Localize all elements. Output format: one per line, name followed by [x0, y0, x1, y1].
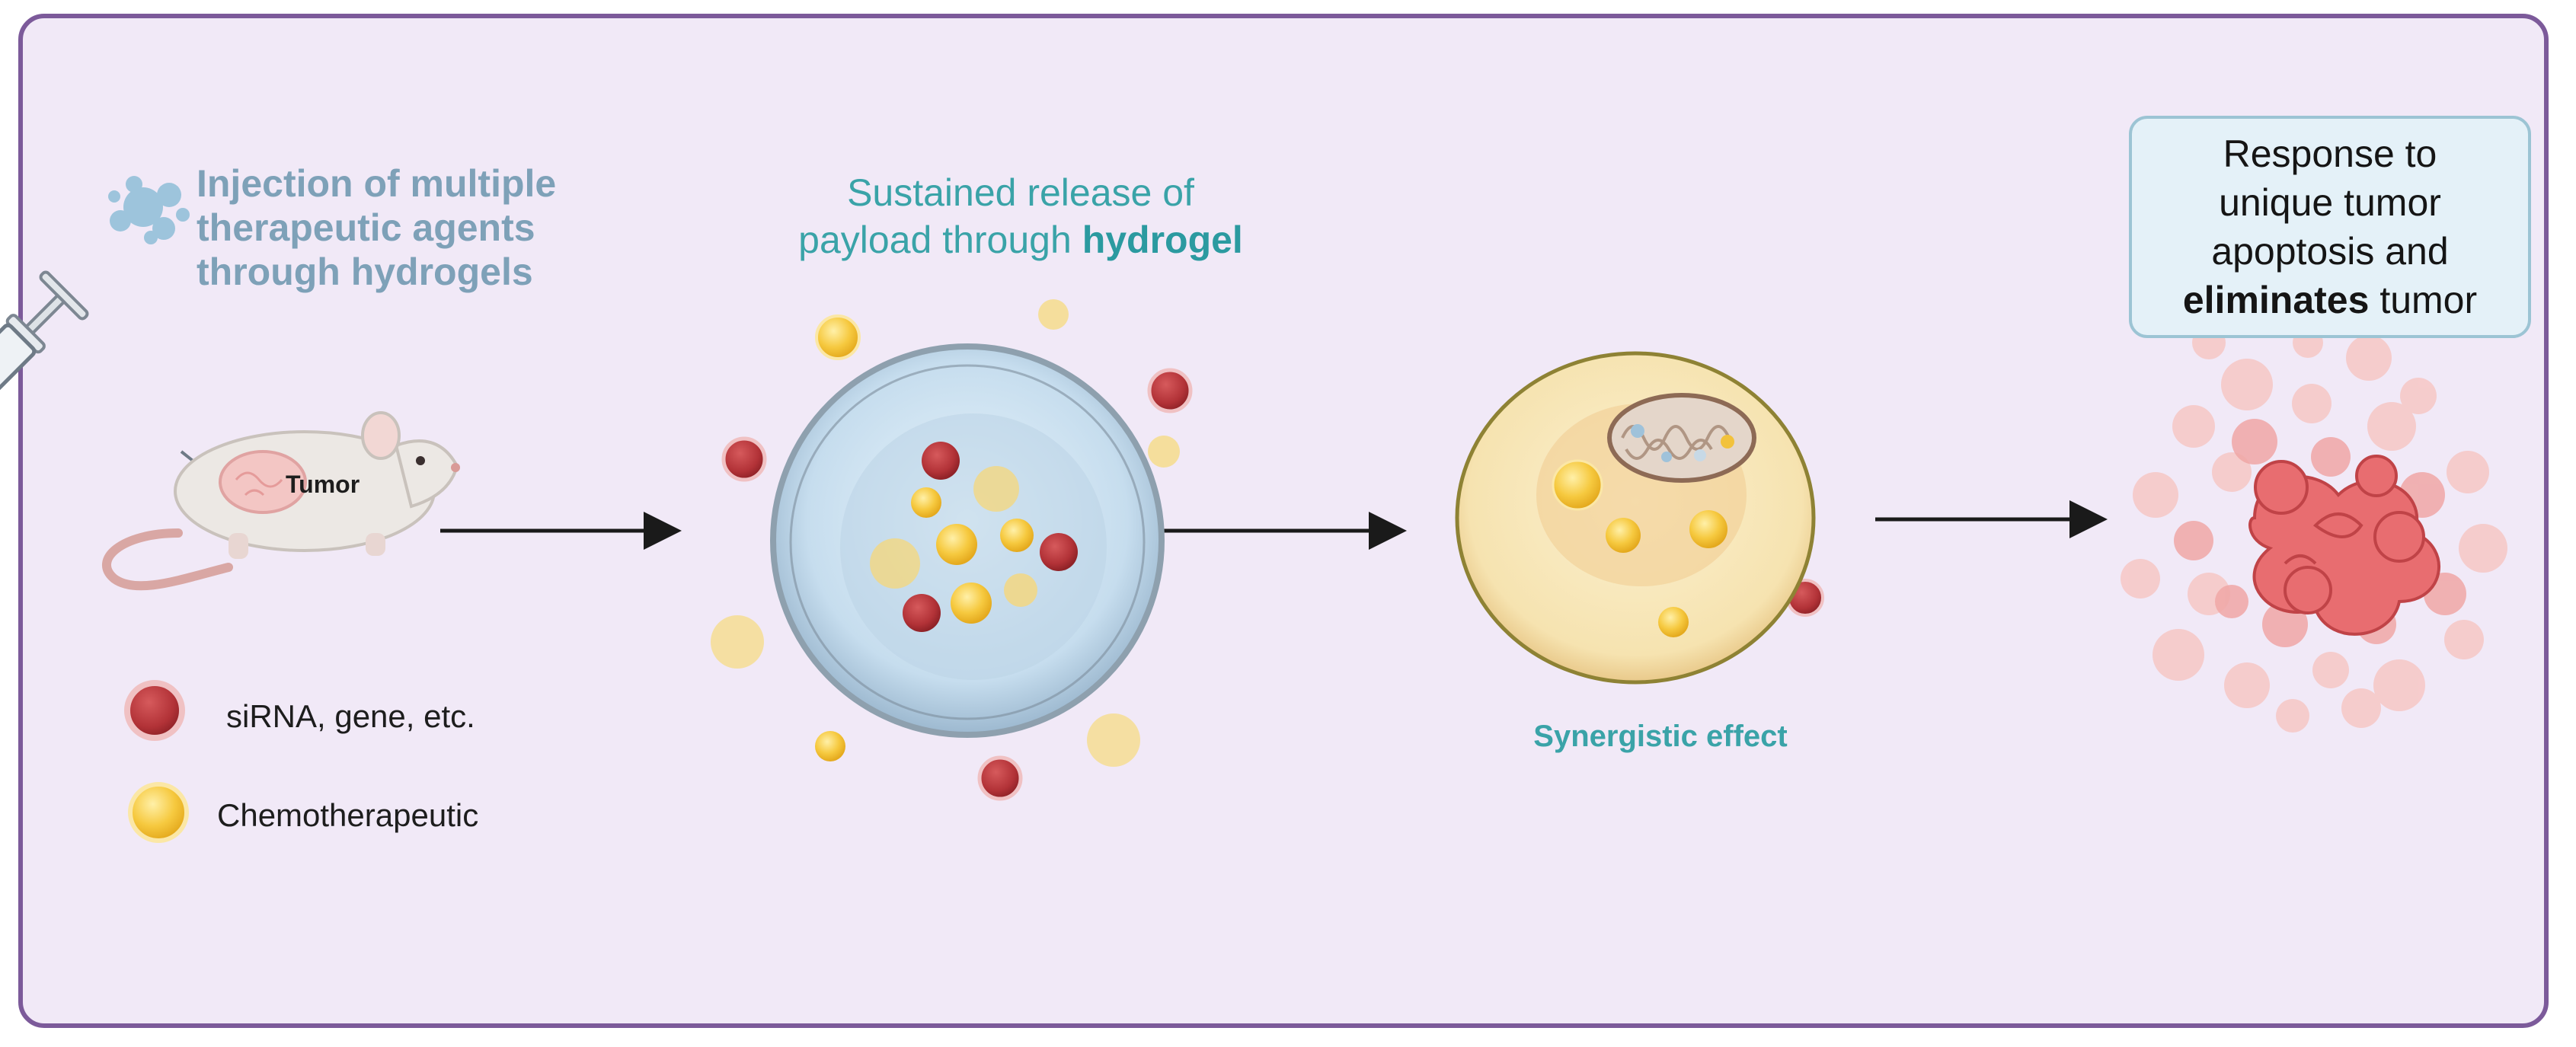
synergistic-effect-label: Synergistic effect — [1533, 720, 1788, 753]
response-box: Response to unique tumor apoptosis and e… — [2129, 116, 2531, 338]
response-bold-word: eliminates — [2182, 279, 2370, 321]
step1-title-line: through hydrogels — [197, 251, 533, 293]
eliminated-tumor — [2121, 326, 2507, 733]
step1-title-line: therapeutic agents — [197, 206, 535, 249]
step2-title-bold: hydrogel — [1082, 219, 1243, 261]
step1-title-line: Injection of multiple — [197, 162, 557, 205]
response-line: Response to — [2223, 132, 2437, 175]
legend-sirna-dot — [124, 680, 185, 741]
legend-sirna-label: siRNA, gene, etc. — [226, 698, 475, 734]
step2-title-line2: payload through hydrogel — [708, 216, 1333, 263]
response-line: unique tumor — [2219, 181, 2441, 224]
mouse-icon — [102, 411, 460, 591]
cell-diagram — [1455, 351, 1816, 685]
step2-title-prefix: payload through — [798, 219, 1082, 261]
hydrogel-cluster-icon — [108, 176, 190, 244]
chemo-particles — [711, 299, 1180, 767]
syringe-icon — [0, 270, 89, 433]
tumor-mass — [219, 450, 307, 514]
figure-frame — [18, 14, 2549, 1028]
response-line-4: eliminates tumor — [2183, 276, 2477, 324]
step1-title: Injection of multiple therapeutic agents… — [197, 161, 669, 294]
step2-title: Sustained release of payload through hyd… — [708, 169, 1333, 263]
response-line: apoptosis and — [2211, 230, 2449, 273]
response-text: Response to unique tumor apoptosis and e… — [2183, 129, 2477, 324]
legend-chemo-dot — [128, 782, 189, 843]
response-line-4-rest: tumor — [2369, 279, 2478, 321]
step2-title-line1: Sustained release of — [847, 171, 1194, 214]
tumor-label: Tumor — [286, 471, 360, 498]
legend-chemo-label: Chemotherapeutic — [217, 797, 479, 833]
